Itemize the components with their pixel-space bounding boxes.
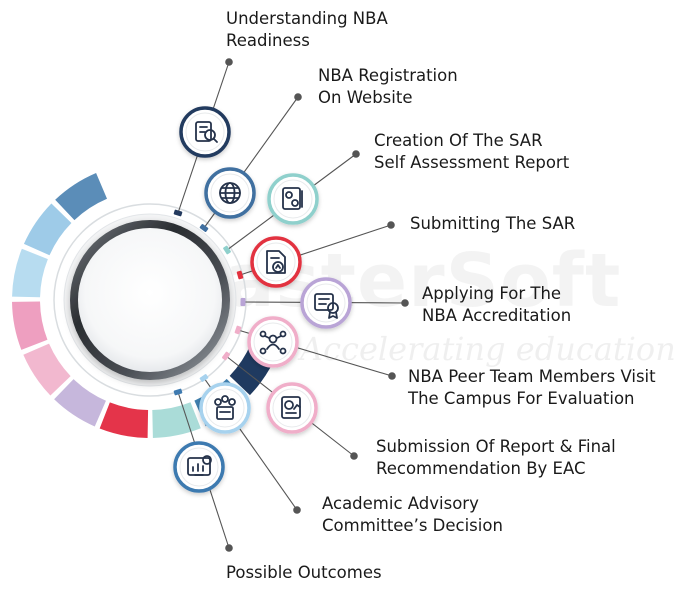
outcomes-chart-icon: [173, 441, 225, 493]
step-label-line: Applying For The: [422, 284, 562, 303]
ring-segment: [55, 172, 108, 221]
rim-marker: [234, 325, 242, 335]
step-label-line: Academic Advisory: [322, 494, 479, 513]
ring-segment: [23, 203, 72, 256]
step-label-line: Submitting The SAR: [410, 214, 576, 233]
step-label-line: Submission Of Report & Final: [376, 437, 616, 456]
outer-track: [53, 203, 247, 397]
connector-dot: [225, 58, 233, 66]
rim-marker: [240, 297, 246, 307]
step-label-line: Possible Outcomes: [226, 563, 382, 582]
connector-dot: [387, 221, 395, 229]
rim-marker: [199, 374, 209, 382]
step-label: Submitting The SAR: [410, 213, 575, 235]
ring-segment: [12, 248, 48, 298]
center-disc: [78, 228, 222, 372]
rim-marker: [223, 245, 231, 255]
committee-icon: [199, 382, 251, 434]
rim-marker: [173, 388, 183, 396]
connector-dot: [293, 506, 301, 514]
rim-marker: [173, 209, 183, 217]
connector-dot: [294, 93, 302, 101]
ring-segment: [99, 402, 149, 438]
ring-segment: [23, 343, 71, 396]
ring-segment: [152, 402, 201, 438]
report-chart-icon: [266, 382, 318, 434]
ring-segment: [54, 379, 106, 427]
step-label: Understanding NBA Readiness: [226, 8, 388, 52]
connector-dot: [388, 372, 396, 380]
connector-dot: [225, 544, 233, 552]
step-label-line: NBA Accreditation: [422, 306, 572, 325]
rim-marker: [236, 270, 244, 280]
step-label: Possible Outcomes: [226, 562, 382, 584]
step-label-line: Readiness: [226, 31, 310, 50]
step-label-line: NBA Registration: [318, 66, 458, 85]
step-label-line: The Campus For Evaluation: [408, 389, 635, 408]
rim-marker: [199, 224, 209, 232]
connector-dot: [401, 299, 409, 307]
document-upload-icon: [250, 236, 302, 288]
rim-marker: [222, 351, 230, 361]
certificate-icon: [300, 277, 352, 329]
connector-dot: [352, 150, 360, 158]
step-label-line: NBA Peer Team Members Visit: [408, 367, 656, 386]
step-label-line: On Website: [318, 88, 413, 107]
step-label: Creation Of The SAR Self Assessment Repor…: [374, 130, 569, 174]
globe-icon: [204, 167, 256, 219]
ring-segment: [12, 301, 48, 350]
step-label: NBA Registration On Website: [318, 65, 458, 109]
document-search-icon: [179, 106, 231, 158]
step-label-line: Committee’s Decision: [322, 516, 503, 535]
connector-dot: [350, 452, 358, 460]
team-network-icon: [247, 316, 299, 368]
settings-report-icon: [267, 173, 319, 225]
step-label-line: Creation Of The SAR: [374, 131, 543, 150]
step-label-line: Recommendation By EAC: [376, 459, 586, 478]
step-label-line: Self Assessment Report: [374, 153, 570, 172]
step-label-line: Understanding NBA: [226, 9, 388, 28]
